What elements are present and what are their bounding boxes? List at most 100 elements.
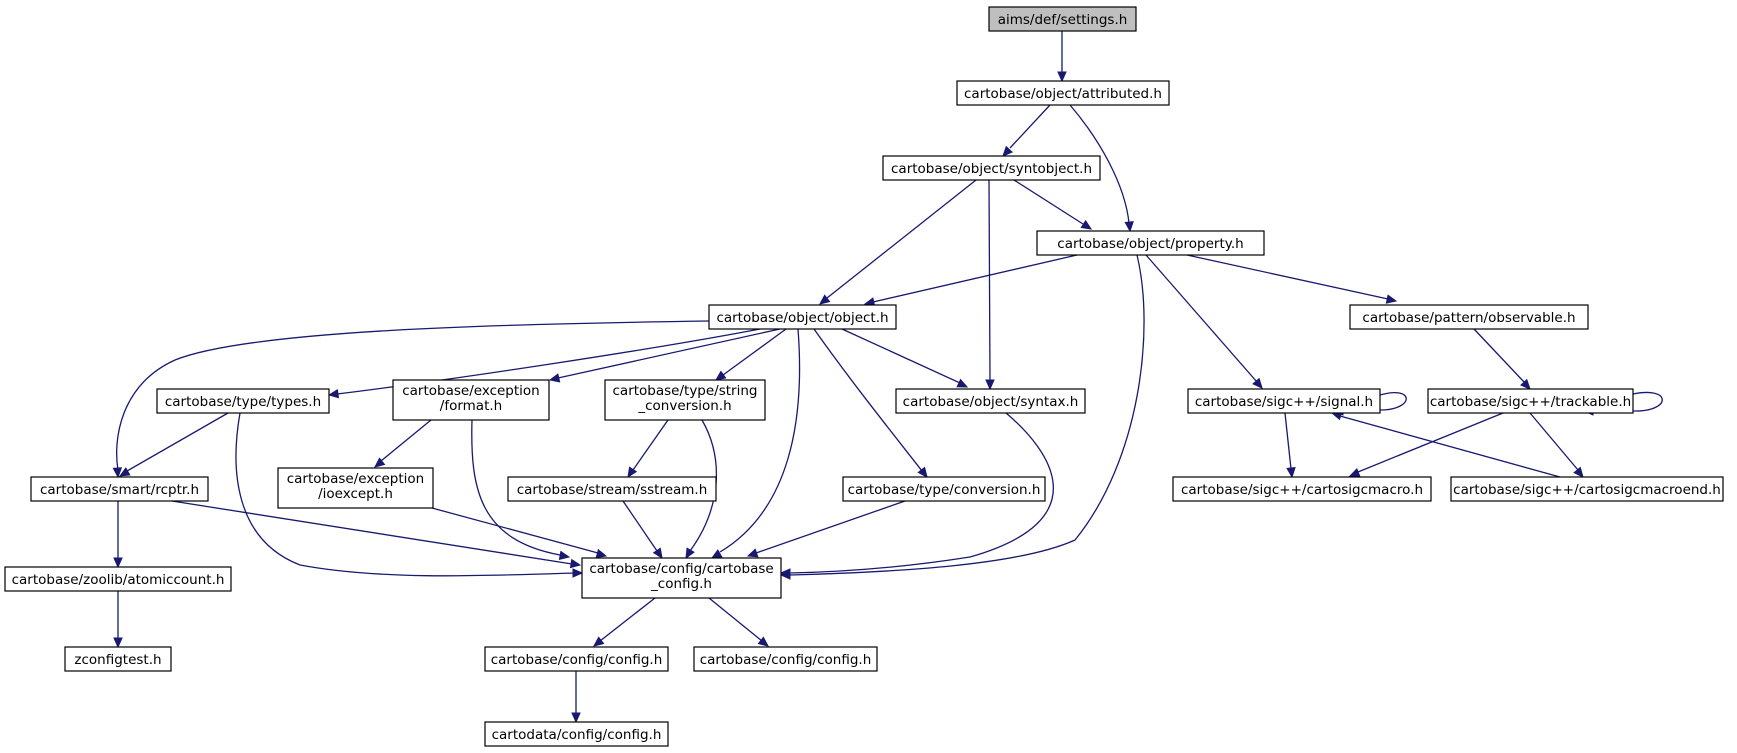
- node-rcptr[interactable]: cartobase/smart/rcptr.h: [30, 476, 209, 502]
- node-signal[interactable]: cartobase/sigc++/signal.h: [1187, 388, 1381, 414]
- node-box: [1450, 476, 1724, 502]
- node-label: _conversion.h: [637, 398, 731, 414]
- edge-line: [1145, 254, 1258, 383]
- node-ioexcept[interactable]: cartobase/exception/ioexcept.h: [277, 467, 434, 509]
- node-settings[interactable]: aims/def/settings.h: [988, 6, 1137, 32]
- node-trackable[interactable]: cartobase/sigc++/trackable.h: [1427, 388, 1634, 414]
- node-format[interactable]: cartobase/exception/format.h: [392, 379, 550, 421]
- node-sstream[interactable]: cartobase/stream/sstream.h: [507, 476, 717, 502]
- edge-signal-to-sigcmacroend: [1330, 411, 1561, 478]
- edge-ioexcept-to-cbconfig: [431, 507, 608, 559]
- edge-rcptr-to-cbconfig: [171, 500, 582, 569]
- node-label: /format.h: [440, 398, 502, 414]
- node-label: zconfigtest.h: [74, 652, 161, 668]
- node-label: cartobase/smart/rcptr.h: [40, 482, 199, 498]
- arrow-head: [1573, 466, 1584, 478]
- node-label: cartobase/zoolib/atomiccount.h: [12, 572, 225, 588]
- edge-object-to-cbconfig: [710, 328, 801, 559]
- node-label: /ioexcept.h: [318, 486, 393, 502]
- arrow-head: [1080, 219, 1093, 230]
- edge-line: [1473, 328, 1525, 383]
- node-sigcmacroend[interactable]: cartobase/sigc++/cartosigcmacroend.h: [1450, 476, 1724, 502]
- node-strconv[interactable]: cartobase/type/string_conversion.h: [604, 379, 766, 421]
- arrow-head: [1057, 71, 1067, 83]
- edge-config1-to-cdconfig: [571, 671, 581, 724]
- node-syntobject[interactable]: cartobase/object/syntobject.h: [882, 155, 1101, 181]
- node-zconfigtest[interactable]: zconfigtest.h: [64, 646, 172, 672]
- node-label: cartobase/config/config.h: [491, 652, 663, 668]
- node-box: [392, 379, 550, 421]
- node-label: cartobase/object/syntobject.h: [891, 161, 1092, 177]
- edge-line: [1186, 254, 1389, 300]
- arrow-head: [956, 378, 969, 388]
- edge-syntobject-to-object: [819, 179, 977, 305]
- node-atomic[interactable]: cartobase/zoolib/atomiccount.h: [4, 566, 232, 592]
- arrow-head: [1124, 221, 1134, 233]
- node-label: cartobase/type/conversion.h: [848, 482, 1041, 498]
- node-config2[interactable]: cartobase/config/config.h: [693, 646, 878, 672]
- arrow-head: [571, 712, 581, 724]
- edge-line: [841, 328, 961, 384]
- node-label: cartobase/exception: [402, 383, 540, 399]
- node-label: cartobase/object/attributed.h: [964, 86, 1162, 102]
- node-sigcmacro[interactable]: cartobase/sigc++/cartosigcmacro.h: [1172, 476, 1432, 502]
- node-object[interactable]: cartobase/object/object.h: [708, 304, 897, 330]
- arrow-head: [652, 547, 663, 560]
- edge-format-to-ioexcept: [374, 419, 432, 468]
- edge-observable-to-trackable: [1473, 328, 1531, 390]
- node-config1[interactable]: cartobase/config/config.h: [484, 646, 669, 672]
- edge-trackable-to-sigcmacroend: [1529, 412, 1584, 478]
- arrow-head: [985, 379, 995, 391]
- nodes-layer: aims/def/settings.h cartobase/object/attr…: [4, 6, 1724, 747]
- arrow-head: [917, 466, 928, 478]
- node-box: [156, 388, 330, 414]
- node-property[interactable]: cartobase/object/property.h: [1036, 230, 1265, 256]
- node-label: aims/def/settings.h: [998, 12, 1128, 28]
- node-conversion[interactable]: cartobase/type/conversion.h: [842, 476, 1046, 502]
- edge-strconv-to-sstream: [627, 419, 669, 479]
- node-attributed[interactable]: cartobase/object/attributed.h: [956, 80, 1170, 106]
- node-label: cartobase/object/syntax.h: [903, 394, 1079, 410]
- edge-line: [755, 500, 906, 554]
- node-observable[interactable]: cartobase/pattern/observable.h: [1349, 304, 1589, 330]
- edge-cbconfig-to-config1: [593, 597, 656, 647]
- edge-line: [1284, 412, 1292, 470]
- node-syntax[interactable]: cartobase/object/syntax.h: [895, 388, 1086, 414]
- node-box: [1036, 230, 1265, 256]
- node-types[interactable]: cartobase/type/types.h: [156, 388, 330, 414]
- edge-cbconfig-to-config2: [708, 597, 769, 647]
- edge-syntobject-to-property: [1013, 179, 1093, 230]
- arrow-head: [112, 467, 123, 479]
- edge-sstream-to-cbconfig: [622, 500, 663, 560]
- node-box: [1187, 388, 1381, 414]
- edge-line: [557, 328, 781, 379]
- edge-attributed-to-property: [1069, 104, 1134, 233]
- edge-property-to-cbconfig: [779, 254, 1145, 580]
- arrow-head: [1520, 378, 1531, 390]
- edge-signal-to-sigcmacro: [1284, 412, 1296, 479]
- edge-property-to-signal: [1145, 254, 1263, 389]
- edge-line: [1069, 104, 1130, 224]
- node-box: [708, 304, 897, 330]
- node-box: [1349, 304, 1589, 330]
- edge-line: [708, 597, 763, 642]
- node-cbconfig[interactable]: cartobase/config/cartobase_config.h: [581, 557, 782, 599]
- node-box: [1427, 388, 1634, 414]
- edge-line: [471, 419, 561, 556]
- edge-line: [599, 597, 656, 642]
- node-box: [882, 155, 1101, 181]
- edge-line: [1009, 104, 1051, 149]
- arrow-head: [572, 568, 584, 578]
- edge-line: [336, 328, 761, 395]
- arrow-head: [113, 637, 123, 649]
- node-box: [693, 646, 878, 672]
- edge-types-to-rcptr: [118, 412, 229, 477]
- node-box: [64, 646, 172, 672]
- edge-line: [1529, 412, 1579, 471]
- arrow-head: [374, 457, 386, 468]
- node-cdconfig[interactable]: cartodata/config/config.h: [484, 721, 669, 747]
- edge-syntobject-to-syntax: [985, 179, 995, 391]
- node-box: [895, 388, 1086, 414]
- node-label: _config.h: [650, 576, 712, 592]
